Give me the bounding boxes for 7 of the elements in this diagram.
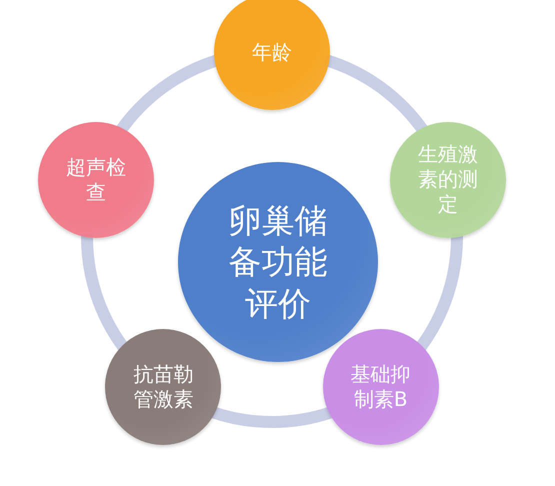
circle-label: 超声检查 — [65, 154, 128, 205]
circle-label: 抗苗勒管激素 — [132, 362, 194, 412]
circle-label: 生殖激素的测定 — [416, 142, 479, 218]
circle-label: 卵巢储备功能评价 — [228, 200, 328, 324]
ring-arc — [210, 406, 334, 428]
circle-label: 年龄 — [251, 40, 293, 64]
circle-label: 基础抑制素B — [350, 362, 412, 412]
